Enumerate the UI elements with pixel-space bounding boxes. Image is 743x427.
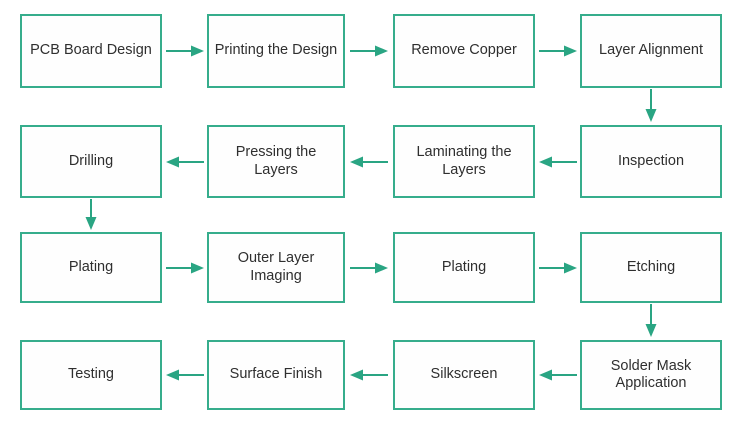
flow-step-label: Pressing the Layers	[235, 144, 317, 178]
arrow-right-icon	[345, 14, 393, 88]
flow-step-label: Plating	[68, 258, 114, 275]
flow-step-laminating-the-layers: Laminating the Layers	[393, 125, 535, 198]
flow-step-outer-layer-imaging: Outer Layer Imaging	[207, 232, 345, 303]
arrow-right-icon	[345, 232, 393, 303]
flow-step-remove-copper: Remove Copper	[393, 14, 535, 88]
flow-step-label: Drilling	[68, 152, 114, 169]
flow-step-testing: Testing	[20, 340, 162, 410]
arrow-left-icon	[345, 125, 393, 198]
arrow-left-icon	[162, 125, 207, 198]
flow-step-inspection: Inspection	[580, 125, 722, 198]
arrow-left-icon	[535, 340, 580, 410]
flow-step-label: Inspection	[617, 152, 685, 169]
flow-step-label: Solder Mask Application	[610, 357, 692, 391]
arrow-down-icon	[580, 303, 722, 340]
flow-step-label: Layer Alignment	[599, 42, 703, 59]
flow-step-label: Outer Layer Imaging	[237, 250, 315, 284]
flow-step-label: Testing	[68, 366, 114, 383]
flow-step-etching: Etching	[580, 232, 722, 303]
flow-step-drilling: Drilling	[20, 125, 162, 198]
arrow-right-icon	[162, 232, 207, 303]
arrow-left-icon	[535, 125, 580, 198]
flow-step-label: Silkscreen	[430, 366, 498, 383]
flow-step-plating-1: Plating	[20, 232, 162, 303]
flow-step-plating-2: Plating	[393, 232, 535, 303]
arrow-left-icon	[345, 340, 393, 410]
flow-step-label: Plating	[441, 258, 487, 275]
flow-step-pcb-board-design: PCB Board Design	[20, 14, 162, 88]
flow-step-label: Printing the Design	[214, 42, 338, 59]
flow-step-label: Surface Finish	[229, 366, 323, 383]
arrow-left-icon	[162, 340, 207, 410]
flow-step-label: Remove Copper	[411, 42, 517, 59]
flow-step-solder-mask-application: Solder Mask Application	[580, 340, 722, 410]
flow-step-label: Etching	[626, 258, 676, 275]
arrow-right-icon	[535, 14, 580, 88]
flow-step-label: PCB Board Design	[30, 42, 152, 59]
flow-step-surface-finish: Surface Finish	[207, 340, 345, 410]
arrow-down-icon	[20, 198, 162, 232]
flow-step-layer-alignment: Layer Alignment	[580, 14, 722, 88]
arrow-right-icon	[535, 232, 580, 303]
arrow-down-icon	[580, 88, 722, 125]
flow-step-printing-the-design: Printing the Design	[207, 14, 345, 88]
flow-step-label: Laminating the Layers	[416, 144, 512, 178]
flow-step-silkscreen: Silkscreen	[393, 340, 535, 410]
arrow-right-icon	[162, 14, 207, 88]
flow-step-pressing-the-layers: Pressing the Layers	[207, 125, 345, 198]
